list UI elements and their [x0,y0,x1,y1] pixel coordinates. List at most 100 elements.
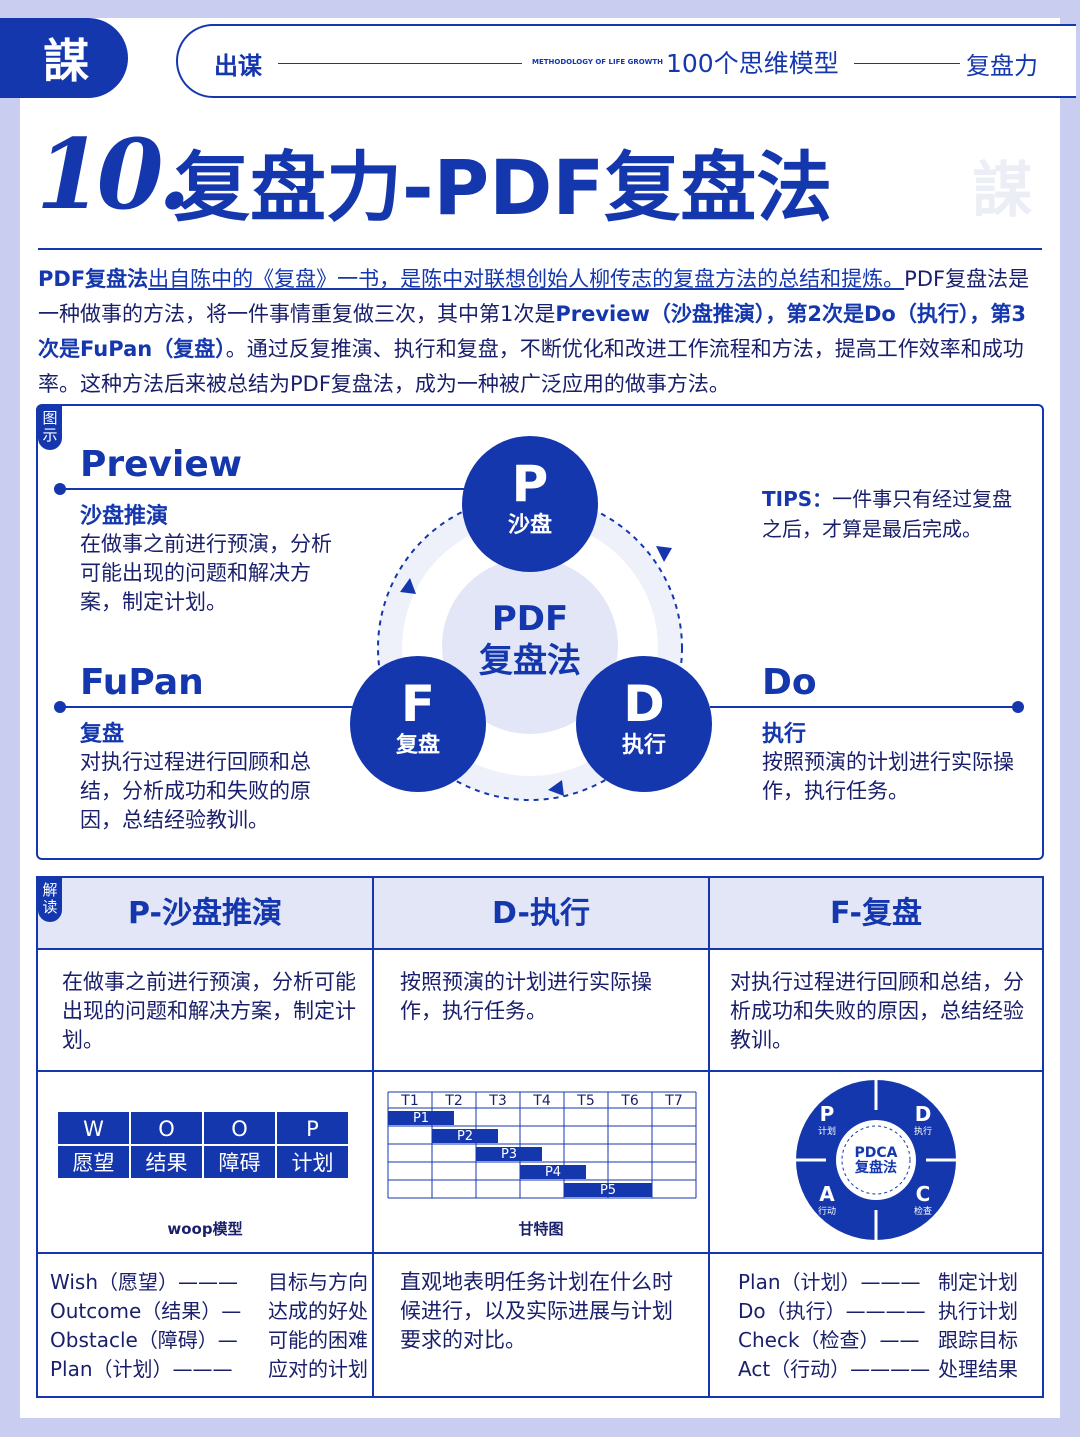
page-title: 复盘力-PDF复盘法 [174,143,833,232]
gantt-task-label: P3 [501,1147,517,1162]
woop-pair-value: 达成的好处 [268,1299,368,1323]
pdca-pair-value: 跟踪目标 [938,1328,1018,1352]
desc-fupan: 对执行过程进行回顾和总结，分析成功和失败的原因，总结经验教训。 [730,970,1024,1052]
do-dot [1012,701,1024,713]
pdca-pair-key: Check（检查）—— [738,1328,920,1352]
col-divider-2 [708,878,710,1396]
woop-pair-key: Plan（计划）——— [50,1357,233,1381]
pdca-pair-value: 制定计划 [938,1270,1018,1294]
gantt-task-label: P2 [457,1129,473,1144]
woop-outcome: 结果 [131,1146,204,1180]
title-rule [38,248,1042,250]
woop-obstacle: 障碍 [204,1146,277,1180]
pdca-labels: PDCA 复盘法 P 计划 D 执行 A 行动 C 检查 [790,1078,962,1242]
pdca-center-1: PDCA [854,1145,898,1161]
gantt-column-label: T3 [488,1093,506,1109]
d-node: D 执行 [576,656,712,792]
header-do: D-执行 [492,896,590,931]
tips-note: TIPS：一件事只有经过复盘之后，才算是最后完成。 [762,484,1032,544]
gantt-task-bar [564,1183,652,1197]
do-body: 按照预演的计划进行实际操作，执行任务。 [762,750,1014,803]
pdca-pair-key: Do（执行）———— [738,1299,926,1323]
desc-preview: 在做事之前进行预演，分析可能出现的问题和解决方案，制定计划。 [62,970,356,1052]
pdca-pair: Do（执行）———— 执行计划 [738,1297,1018,1326]
pdca-pair: Plan（计划）———制定计划 [738,1268,1018,1297]
d-node-label: 执行 [621,733,666,758]
intro-paragraph: PDF复盘法出自陈中的《复盘》一书，是陈中对联想创始人柳传志的复盘方法的总结和提… [38,262,1044,402]
watermark-logo: 謀 [972,156,1032,226]
do-title: Do [762,662,817,703]
woop-caption: woop模型 [167,1220,243,1238]
woop-pair: Plan（计划）——— 应对的计划 [50,1355,368,1384]
f-node-letter: F [400,675,436,733]
row-divider-1 [38,1070,1042,1072]
desc-do: 按照预演的计划进行实际操作，执行任务。 [400,970,652,1023]
analysis-table: P-沙盘推演 D-执行 F-复盘 解读 在做事之前进行预演，分析可能出现的问题和… [36,876,1044,1398]
header-bar: 出谋 METHODOLOGY OF LIFE GROWTH 100个思维模型 复… [176,24,1076,98]
gantt-column-label: T1 [400,1093,418,1109]
gantt-task-label: P4 [545,1165,561,1180]
table-tag: 解读 [38,878,62,922]
woop-plan: 计划 [277,1146,350,1180]
pdca-a-sub: 行动 [817,1207,836,1217]
header-brand: 出谋 [214,52,262,80]
do-line [710,706,1020,708]
header-category: 复盘力 [966,52,1038,80]
gantt-task-bar [432,1129,498,1143]
woop-pair: Wish（愿望）——— 目标与方向 [50,1268,368,1297]
woop-pair-value: 应对的计划 [268,1357,368,1381]
pdca-center-2: 复盘法 [855,1160,897,1176]
title-number: 10. [36,118,191,231]
gantt-column-label: T4 [532,1093,551,1109]
woop-wish: 愿望 [58,1146,131,1180]
pdca-pair: Act（行动）————处理结果 [738,1355,1018,1384]
gantt-task-label: P1 [413,1111,429,1126]
col-divider-1 [372,878,374,1396]
gantt-column-label: T5 [576,1093,594,1109]
pdca-pair-value: 执行计划 [938,1299,1018,1323]
woop-pair: Outcome（结果）— 达成的好处 [50,1297,368,1326]
woop-pair-value: 可能的困难 [268,1328,368,1352]
gantt-task-bar [388,1111,454,1125]
tips-text: 一件事只有经过复盘之后，才算是最后完成。 [762,487,1013,541]
intro-tail: 。通过反复推演、执行和复盘，不断优化和改进工作流程和方法，提高工作效率和成功率。… [38,337,1024,396]
preview-body: 在做事之前进行预演，分析可能出现的问题和解决方案，制定计划。 [80,532,332,614]
cycle-center-line1: PDF [491,599,569,639]
diagram-panel: 图示 Preview 沙盘推演 在做事之前进行预演，分析可能出现的问题和解决方案… [36,404,1044,860]
brand-logo: 謀 [0,18,128,98]
fupan-line [60,706,360,708]
gantt-column-label: T2 [444,1093,462,1109]
diagram-tag: 图示 [38,406,62,450]
woop-pair-value: 目标与方向 [268,1270,368,1294]
header-divider-left [278,63,522,64]
pdca-pairs: Plan（计划）———制定计划 Do（执行）———— 执行计划 Check（检查）… [738,1268,1018,1384]
pdca-pair-key: Act（行动）———— [738,1357,931,1381]
gantt-task-label: P5 [600,1183,616,1198]
cycle-center-line2: 复盘法 [479,641,581,681]
preview-subtitle: 沙盘推演 [80,504,169,529]
woop-o2: O [204,1112,277,1146]
logo-glyph: 謀 [43,34,89,88]
gantt-column-label: T7 [664,1093,682,1109]
intro-steps: Preview（沙盘推演），第2次是Do（执行），第3次是FuPan（复盘） [38,302,1026,361]
p-node: P 沙盘 [462,436,598,572]
header-fupan: F-复盘 [829,896,923,931]
pdca-d: D [914,1102,932,1126]
f-node: F 复盘 [350,656,486,792]
woop-pair-key: Outcome（结果）— [50,1299,242,1323]
p-node-label: 沙盘 [507,513,552,538]
preview-line [60,488,486,490]
woop-pair: Obstacle（障碍）— 可能的困难 [50,1326,368,1355]
f-node-label: 复盘 [395,733,440,758]
fupan-title: FuPan [80,662,204,703]
intro-text: PDF复盘法是一种做事的方法，将一件事情重复做三次，其中第1次是 [38,267,1030,326]
preview-dot [54,483,66,495]
d-node-letter: D [623,675,665,733]
pdca-wheel [796,1080,956,1240]
p-node-letter: P [511,455,549,513]
woop-pair-key: Wish（愿望）——— [50,1270,238,1294]
gantt-caption: 甘特图 [518,1220,564,1238]
woop-pair-key: Obstacle（障碍）— [50,1328,238,1352]
header-tagline: METHODOLOGY OF LIFE GROWTH [532,58,664,66]
intro-term: PDF复盘法 [38,267,149,291]
